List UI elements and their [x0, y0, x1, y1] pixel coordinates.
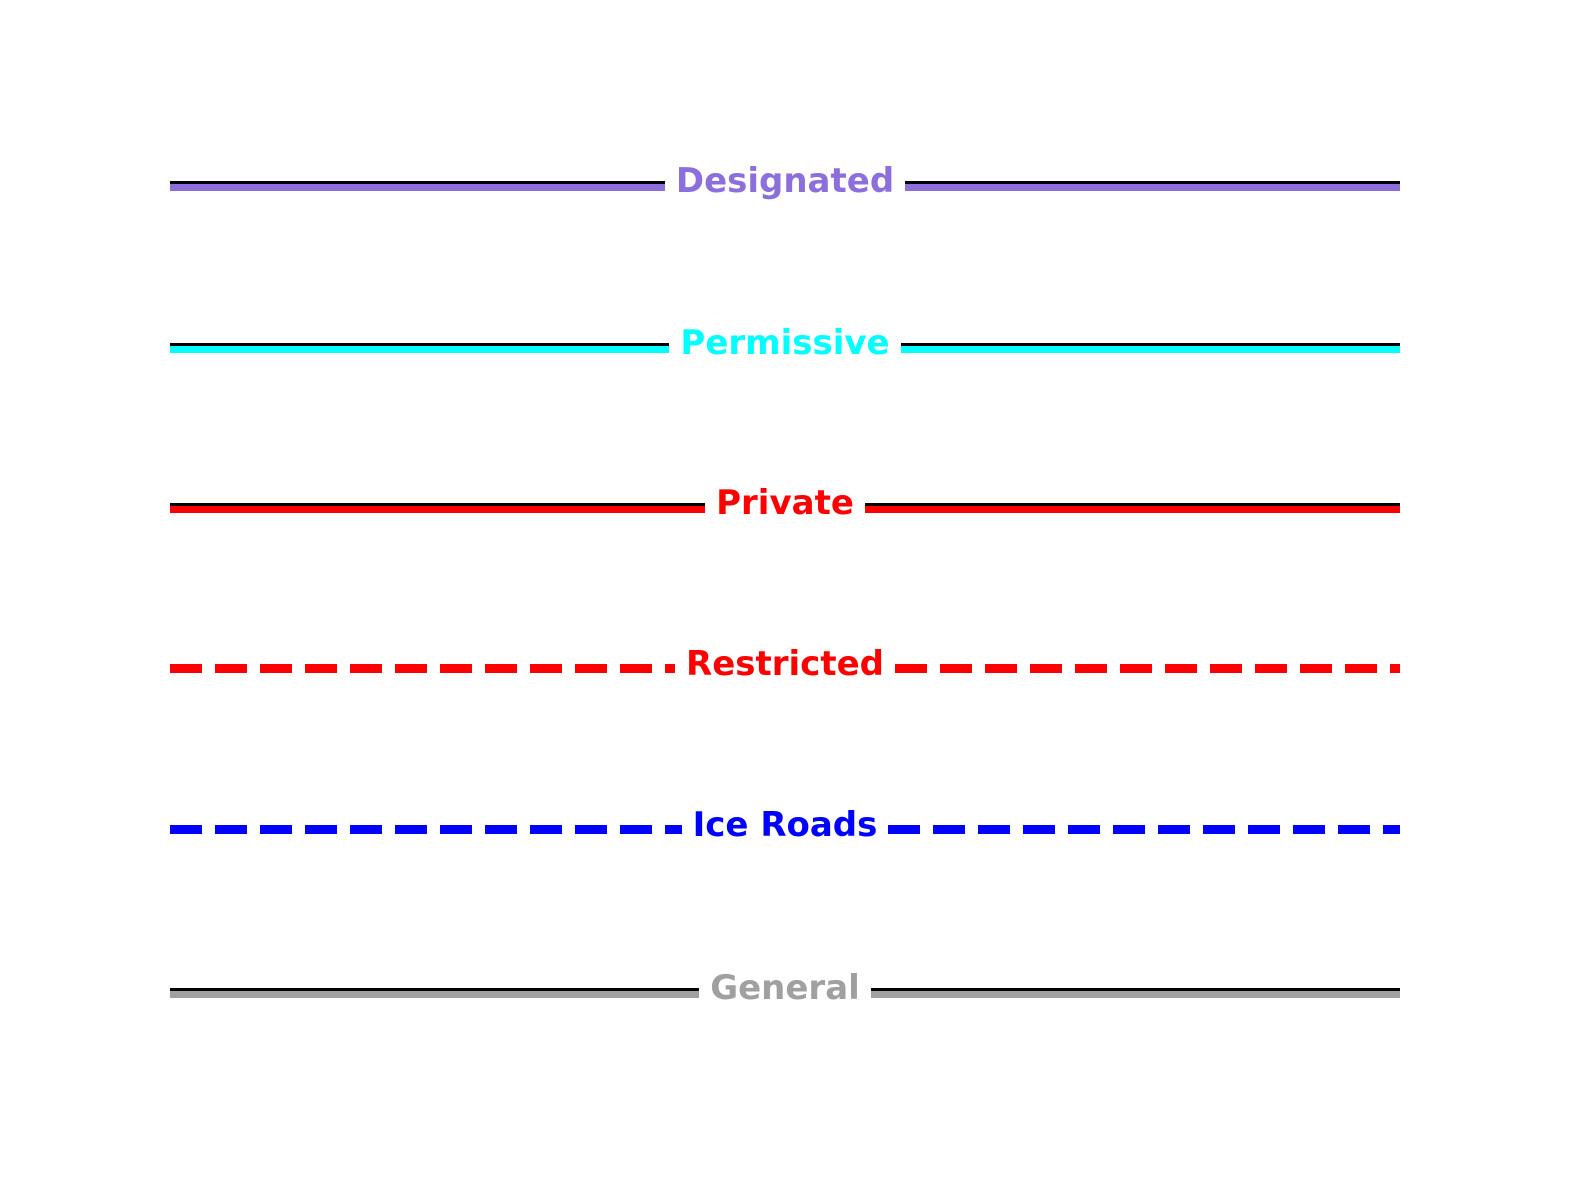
legend-label-restricted: Restricted	[686, 644, 884, 684]
legend-label-ice-roads: Ice Roads	[692, 805, 878, 845]
legend-entry-private[interactable]: Private	[170, 473, 1401, 533]
legend-label-designated: Designated	[675, 161, 895, 201]
legend-entry-restricted[interactable]: Restricted	[170, 634, 1400, 694]
legend-entry-general[interactable]: General	[170, 958, 1401, 1018]
legend-label-general: General	[710, 968, 860, 1008]
legend-entry-permissive[interactable]: Permissive	[170, 313, 1400, 373]
legend-entry-ice-roads[interactable]: Ice Roads	[170, 795, 1401, 855]
legend-label-private: Private	[716, 483, 854, 523]
legend-label-permissive: Permissive	[680, 323, 890, 363]
legend-entry-designated[interactable]: Designated	[170, 151, 1400, 211]
